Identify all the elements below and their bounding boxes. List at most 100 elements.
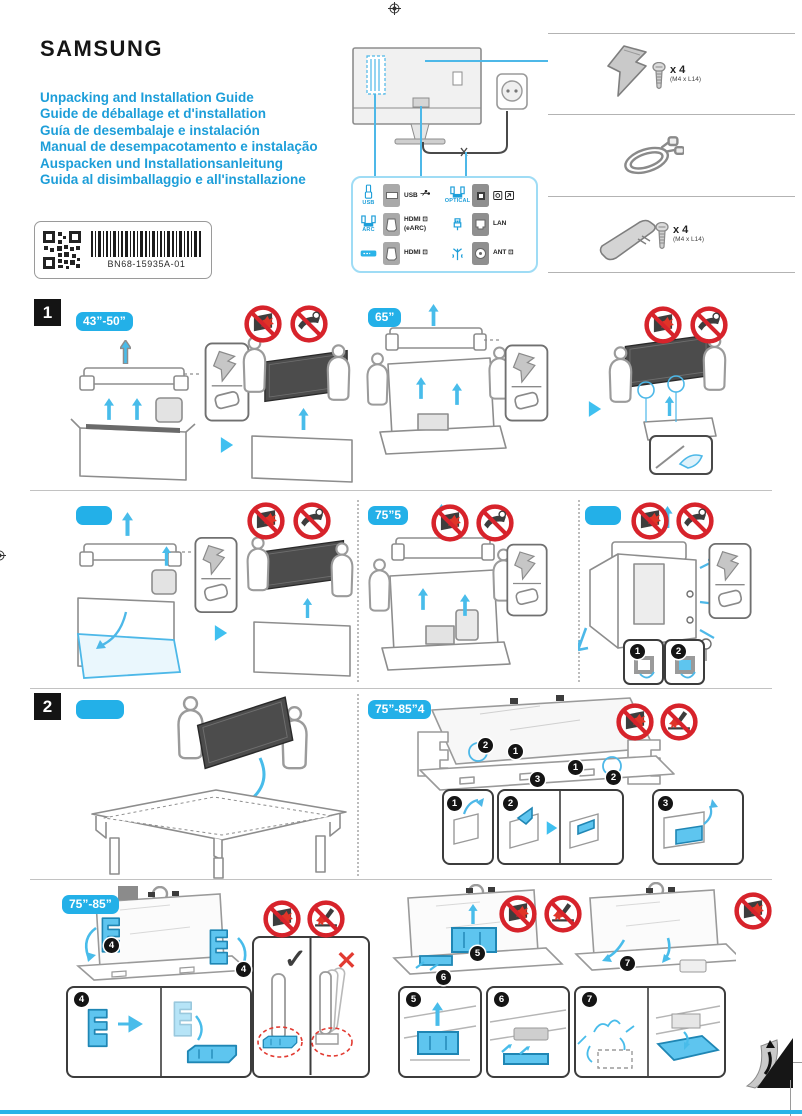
registration-mark-left xyxy=(0,549,6,562)
part-number: BN68-15935A-01 xyxy=(107,259,186,269)
panel-separator xyxy=(578,500,580,682)
port-cell-optical: OPTICAL xyxy=(445,181,531,210)
optical-port xyxy=(472,184,489,207)
inset-marker-6: 6 xyxy=(494,992,509,1007)
usb-trident-icon xyxy=(420,190,430,197)
lan-cable-icon xyxy=(453,218,462,231)
unbox-scene-43-50 xyxy=(70,336,353,483)
step-marker-1: 1 xyxy=(568,760,583,775)
one-connect-icon xyxy=(360,250,377,257)
usb-device-icon xyxy=(364,184,373,199)
page-turn-icon xyxy=(745,1038,793,1089)
no-press-screen-icon xyxy=(733,891,773,931)
step-2-number: 2 xyxy=(34,693,61,720)
barcode xyxy=(90,231,201,257)
step-marker-5: 5 xyxy=(470,946,485,961)
no-sharp-object-icon xyxy=(543,894,583,934)
size-badge-65: 65” xyxy=(368,308,402,328)
screw-icon-2 xyxy=(655,222,669,252)
unbox-scene-flap xyxy=(76,512,354,679)
size-badge-43-50: 43”-50” xyxy=(76,312,133,332)
inset-marker-5: 5 xyxy=(406,992,421,1007)
leader-line-oneconnect xyxy=(420,106,422,176)
port-cell-usb: USB USB xyxy=(358,181,442,210)
size-badge-75: 75”5 xyxy=(368,506,409,526)
accessory-divider-4 xyxy=(548,272,795,273)
title-fr: Guide de déballage et d'installation xyxy=(40,106,266,122)
step-marker-4: 4 xyxy=(104,938,119,953)
bottom-color-bar xyxy=(0,1110,802,1114)
no-grab-panel-icon xyxy=(675,501,715,541)
arc-icon-label: ARC xyxy=(362,227,375,234)
port-cell-hdmi-earc: ARC HDMI ⊡(eARC) xyxy=(358,210,442,239)
leader-line-cable xyxy=(465,152,467,176)
step-marker-1: 1 xyxy=(630,644,645,659)
port-cell-lan: LAN xyxy=(447,210,531,239)
cross-mark: ✕ xyxy=(336,947,357,975)
inset-marker-7: 7 xyxy=(582,992,597,1007)
inset-marker-4: 4 xyxy=(74,992,89,1007)
no-press-screen-icon xyxy=(630,501,670,541)
title-en: Unpacking and Installation Guide xyxy=(40,90,254,105)
accessory-divider-1 xyxy=(548,33,795,34)
row-divider-1 xyxy=(30,490,772,491)
samsung-logo: SAMSUNG xyxy=(40,36,163,61)
size-badge-blank-1 xyxy=(76,506,112,525)
no-press-screen-icon xyxy=(615,702,655,742)
screw-qty-2: x 4 (M4 x L14) xyxy=(673,224,705,244)
no-sharp-object-icon xyxy=(659,702,699,742)
accessory-cable-tie xyxy=(618,134,684,178)
optical-speaker-icon xyxy=(450,186,465,198)
accessory-divider-3 xyxy=(548,196,795,197)
step-marker-6: 6 xyxy=(436,970,451,985)
crop-mark-h xyxy=(793,1062,802,1063)
arc-speaker-icon xyxy=(361,215,376,227)
title-de: Auspacken und Installationsanleitung xyxy=(40,155,284,171)
unbox-scene-65 xyxy=(366,304,727,475)
panel-separator xyxy=(357,694,359,876)
ant-label: ANT ⊡ xyxy=(493,249,514,257)
lan-port xyxy=(472,213,489,236)
title-pt: Manual de desempacotamento e instalação xyxy=(40,139,318,155)
usb-icon-label: USB xyxy=(362,200,375,207)
hdmi-earc-port xyxy=(383,213,400,236)
no-grab-panel-icon xyxy=(475,503,515,543)
foam-inset-4 xyxy=(66,986,252,1078)
accessory-divider-2 xyxy=(548,114,795,115)
no-press-screen-icon xyxy=(643,305,683,345)
no-press-screen-icon xyxy=(262,899,302,939)
port-cell-hdmi: HDMI ⊡ xyxy=(358,239,442,268)
inset-marker-3: 3 xyxy=(658,796,673,811)
check-mark: ✓ xyxy=(284,944,307,974)
no-press-screen-icon xyxy=(243,304,283,344)
registration-mark-top xyxy=(388,2,401,15)
title-it: Guida al disimballaggio e all'installazi… xyxy=(40,172,306,188)
no-grab-panel-icon xyxy=(689,305,729,345)
crop-mark-v xyxy=(790,1080,791,1116)
inset-marker-1: 1 xyxy=(447,796,462,811)
row-divider-2 xyxy=(30,879,772,880)
step-marker-2: 2 xyxy=(671,644,686,659)
facedown-foam-scene xyxy=(417,695,744,865)
no-press-screen-icon xyxy=(498,894,538,934)
size-badge-75-85-step: 75”-85”4 xyxy=(368,700,432,720)
back-cover-inset-5 xyxy=(398,986,482,1078)
ports-panel: USB USB OPTICAL xyxy=(351,176,538,273)
no-grab-panel-icon xyxy=(289,304,329,344)
leader-line-accessory xyxy=(425,60,548,62)
no-sharp-object-icon xyxy=(306,899,346,939)
part-label: BN68-15935A-01 xyxy=(34,221,212,279)
antenna-icon xyxy=(452,247,463,260)
lan-label: LAN xyxy=(493,220,507,228)
compare-panel xyxy=(252,936,370,1078)
usb-port-label: USB xyxy=(404,190,430,200)
section-divider xyxy=(30,688,772,689)
film-peel-scene xyxy=(574,882,736,973)
hdmi-port xyxy=(383,242,400,265)
qr-code xyxy=(42,230,82,270)
hdmi-label: HDMI ⊡ xyxy=(404,249,428,257)
no-press-screen-icon xyxy=(430,503,470,543)
leader-line-ports xyxy=(374,94,376,176)
panel-separator xyxy=(357,500,359,682)
